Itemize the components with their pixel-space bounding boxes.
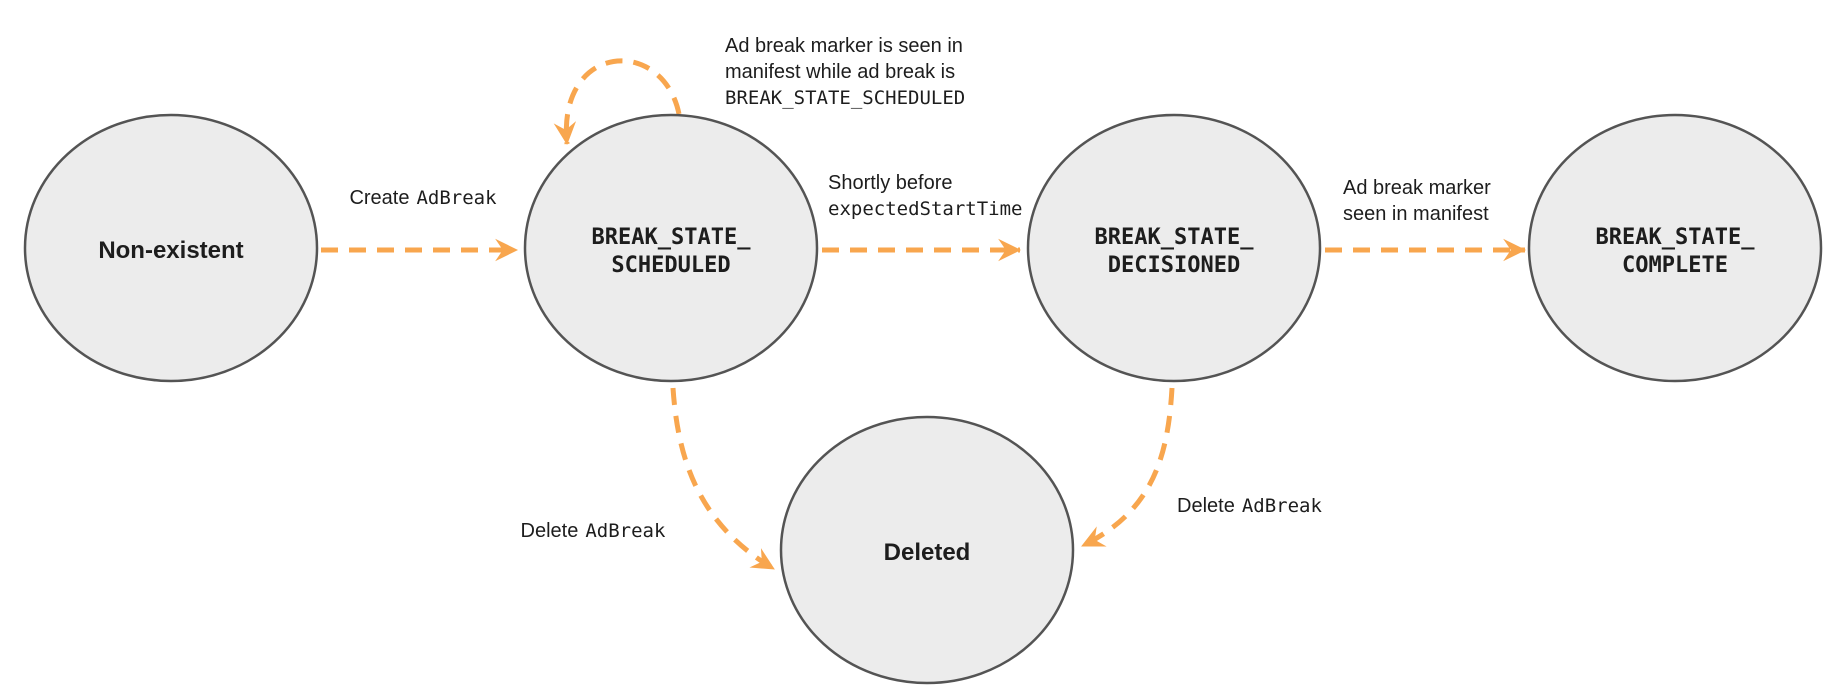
edge-label-create-adbreak: Create AdBreak [349,187,497,209]
edge-label-self-loop-line1: Ad break marker is seen in [725,35,963,57]
state-deleted-ellipse [779,415,1075,685]
state-complete-label-line1: BREAK_STATE_ [1596,225,1756,250]
edge-label-marker-seen-line1: Ad break marker [1343,177,1491,199]
edge-label-delete2-text: Delete [1177,495,1235,517]
edge-label-shortly-before: Shortly before expectedStartTime [828,172,1022,220]
edge-delete-from-scheduled [670,387,776,572]
state-decisioned-label-line1: BREAK_STATE_ [1095,225,1255,250]
state-decisioned-label-line2: DECISIONED [1108,253,1240,278]
edge-label-delete2-code: AdBreak [1242,495,1323,517]
state-scheduled-label-line1: BREAK_STATE_ [592,225,752,250]
edge-label-delete-from-decisioned: Delete AdBreak [1177,495,1322,517]
state-non-existent-label: Non-existent [98,237,243,264]
edge-label-marker-seen: Ad break marker seen in manifest [1343,177,1491,225]
edge-self-loop-scheduled [553,58,682,146]
state-complete-label-line2: COMPLETE [1622,253,1728,278]
edge-label-delete-from-scheduled: Delete AdBreak [521,520,666,542]
edge-label-self-loop-code: BREAK_STATE_SCHEDULED [725,87,965,109]
edge-label-shortly-before-code: expectedStartTime [828,198,1022,220]
edge-label-create-text: Create [349,187,409,209]
state-break-state-complete: BREAK_STATE_ COMPLETE [1527,113,1823,383]
edge-label-delete1-text: Delete [521,520,579,542]
state-scheduled-ellipse [523,113,819,383]
state-deleted: Deleted [779,415,1075,685]
state-scheduled-label-line2: SCHEDULED [611,253,730,278]
edge-delete-from-decisioned [1080,387,1175,549]
state-non-existent-ellipse [23,113,319,383]
edge-label-self-loop-line2: manifest while ad break is [725,61,955,83]
state-deleted-label: Deleted [884,539,971,566]
edge-label-shortly-before-line1: Shortly before [828,172,953,194]
state-break-state-decisioned: BREAK_STATE_ DECISIONED [1026,113,1322,383]
edge-label-self-loop: Ad break marker is seen in manifest whil… [725,35,965,109]
state-break-state-scheduled: BREAK_STATE_ SCHEDULED [523,113,819,383]
edge-label-delete1-code: AdBreak [585,520,666,542]
edge-label-create-code: AdBreak [416,187,497,209]
state-non-existent: Non-existent [23,113,319,383]
state-complete-ellipse [1527,113,1823,383]
edge-label-marker-seen-line2: seen in manifest [1343,203,1489,225]
state-decisioned-ellipse [1026,113,1322,383]
